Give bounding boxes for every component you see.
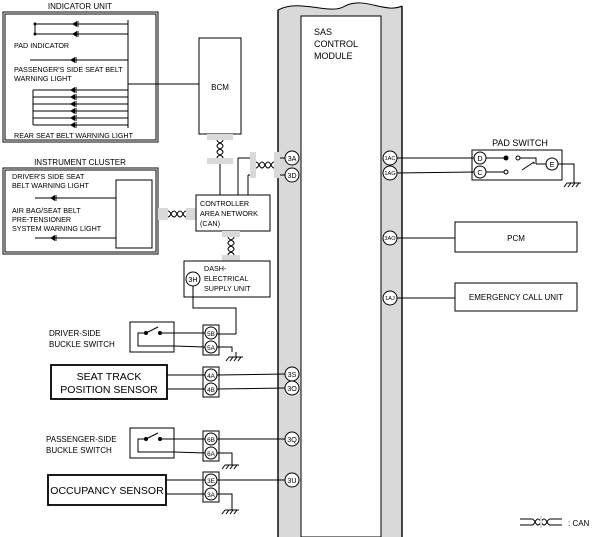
can-label-2: AREA NETWORK xyxy=(200,209,258,218)
dash-supply-label-1: DASH- xyxy=(204,264,227,273)
pin-5a-label: 5A xyxy=(207,345,216,352)
can-label-1: CONTROLLER xyxy=(200,199,249,208)
pin-3h-label: 3H xyxy=(188,275,197,284)
bcm-label: BCM xyxy=(211,83,229,92)
pin-3s-label: 3S xyxy=(288,370,297,379)
sas-control-module: SAS CONTROL MODULE xyxy=(277,2,403,537)
seat-track-label-2: POSITION SENSOR xyxy=(60,384,158,396)
pin-3a-occ-label: 3A xyxy=(207,492,216,499)
occupancy-sensor: OCCUPANCY SENSOR 3E 3A xyxy=(47,471,285,515)
pin-3q-label: 3Q xyxy=(287,435,297,444)
pin-d-label: D xyxy=(477,154,482,163)
pin-3o-label: 3O xyxy=(287,384,297,393)
airbag-label-1: AIR BAG/SEAT BELT xyxy=(12,206,81,215)
pin-3u-label: 3U xyxy=(287,476,296,485)
pin-4b-label: 4B xyxy=(207,387,215,394)
pad-switch: PAD SWITCH D C E xyxy=(396,138,582,188)
pin-3ao-label: 3AO xyxy=(384,236,396,242)
passenger-seatbelt-led xyxy=(30,56,128,64)
pin-1ac-label: 1AC xyxy=(385,156,396,162)
rear-seatbelt-leds xyxy=(32,86,128,129)
dash-supply-unit: DASH- ELECTRICAL SUPPLY UNIT 3H xyxy=(183,260,271,334)
pin-1ag-label: 1AG xyxy=(384,171,395,177)
pin-e-label: E xyxy=(550,160,555,169)
driver-seatbelt-label-2: BELT WARNING LIGHT xyxy=(12,181,90,190)
indicator-unit: INDICATOR UNIT PAD INDICATOR PASSENGER'S… xyxy=(2,2,159,143)
rear-seatbelt-label: REAR SEAT BELT WARNING LIGHT xyxy=(14,131,134,140)
legend-can-label: : CAN xyxy=(568,519,590,528)
emergency-call-label: EMERGENCY CALL UNIT xyxy=(469,293,563,302)
pin-3a-label: 3A xyxy=(288,154,297,163)
passenger-buckle-switch: PASSENGER-SIDE BUCKLE SWITCH 6B 6A xyxy=(46,427,285,470)
can-network: CONTROLLER AREA NETWORK (CAN) xyxy=(158,152,285,261)
pad-switch-label: PAD SWITCH xyxy=(492,138,548,148)
legend-can: : CAN xyxy=(520,516,590,528)
pin-c-label: C xyxy=(477,168,482,177)
sas-label-line3: MODULE xyxy=(314,51,353,61)
driver-seatbelt-label-1: DRIVER'S SIDE SEAT xyxy=(12,172,85,181)
indicator-unit-title: INDICATOR UNIT xyxy=(48,2,112,11)
seat-track-sensor: SEAT TRACK POSITION SENSOR 4A 4B xyxy=(50,364,286,400)
occupancy-label: OCCUPANCY SENSOR xyxy=(50,485,164,497)
passenger-seatbelt-label-1: PASSENGER'S SIDE SEAT BELT xyxy=(14,65,123,74)
pcm-label: PCM xyxy=(507,234,525,243)
pin-5b-label: 5B xyxy=(207,331,215,338)
pcm-module: PCM xyxy=(397,221,578,253)
pin-4a-label: 4A xyxy=(207,373,216,380)
dash-supply-label-2: ELECTRICAL xyxy=(204,274,248,283)
pad-indicator-label: PAD INDICATOR xyxy=(14,41,69,50)
sas-label-line1: SAS xyxy=(314,27,332,37)
sas-label-line2: CONTROL xyxy=(314,39,358,49)
instrument-cluster: INSTRUMENT CLUSTER DRIVER'S SIDE SEAT BE… xyxy=(2,158,159,255)
pin-3e-label: 3E xyxy=(207,478,215,485)
pin-6b-label: 6B xyxy=(207,437,215,444)
driver-buckle-switch: DRIVER-SIDE BUCKLE SWITCH 5B 5A xyxy=(49,321,244,362)
emergency-call-unit: EMERGENCY CALL UNIT xyxy=(397,282,578,312)
passenger-buckle-label-2: BUCKLE SWITCH xyxy=(46,446,112,455)
can-label-3: (CAN) xyxy=(200,219,220,228)
seat-track-label-1: SEAT TRACK xyxy=(77,371,142,383)
airbag-label-2: PRE-TENSIONER xyxy=(12,215,71,224)
passenger-seatbelt-label-2: WARNING LIGHT xyxy=(14,74,72,83)
driver-buckle-label-2: BUCKLE SWITCH xyxy=(49,340,115,349)
pin-6a-label: 6A xyxy=(207,451,216,458)
pad-indicator-leds xyxy=(33,20,128,38)
airbag-label-3: SYSTEM WARNING LIGHT xyxy=(12,224,102,233)
pin-1aj-label: 1AJ xyxy=(385,296,395,302)
instrument-cluster-title: INSTRUMENT CLUSTER xyxy=(34,158,126,167)
bcm-module: BCM xyxy=(158,37,242,164)
dash-supply-label-3: SUPPLY UNIT xyxy=(204,284,251,293)
driver-buckle-label-1: DRIVER-SIDE xyxy=(49,329,101,338)
pin-3d-label: 3D xyxy=(287,171,296,180)
passenger-buckle-label-1: PASSENGER-SIDE xyxy=(46,435,117,444)
